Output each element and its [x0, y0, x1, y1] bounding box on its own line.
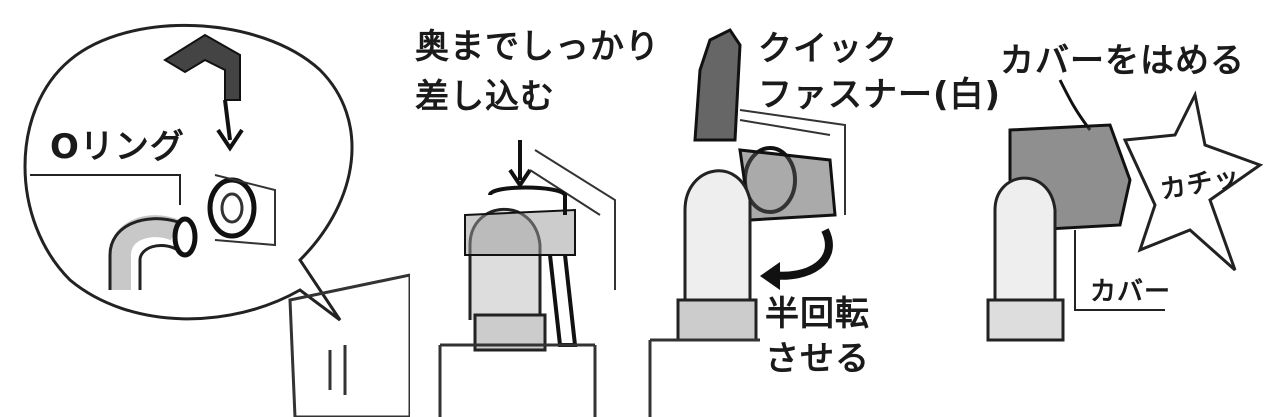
insert-label-line1: 奥までしっかり [415, 27, 660, 67]
insert-label-line2: 差し込む [415, 77, 555, 117]
oring-zoom-illustration [23, 23, 410, 417]
step1-panel: Oリング [0, 0, 410, 417]
cover-part-label: カバー [1090, 277, 1172, 307]
rotate-label-line1: 半回転 [765, 294, 870, 334]
step4-panel: カバーをはめる カチッ カバー [980, 0, 1280, 417]
quick-label-line2: ファスナー(白) [758, 75, 1002, 115]
cover-label: カバーをはめる [1000, 41, 1245, 81]
rotate-label-line2: させる [765, 339, 870, 379]
step2-panel: 奥までしっかり 差し込む [415, 0, 659, 417]
step3-panel: クイック ファスナー(白) 半回転 させる [640, 0, 1000, 417]
quick-label-line1: クイック [758, 29, 898, 69]
quick-fastener-illustration [648, 28, 846, 417]
oring-label: Oリング [50, 127, 185, 167]
insert-illustration [438, 140, 616, 417]
cover-illustration [986, 79, 1264, 342]
